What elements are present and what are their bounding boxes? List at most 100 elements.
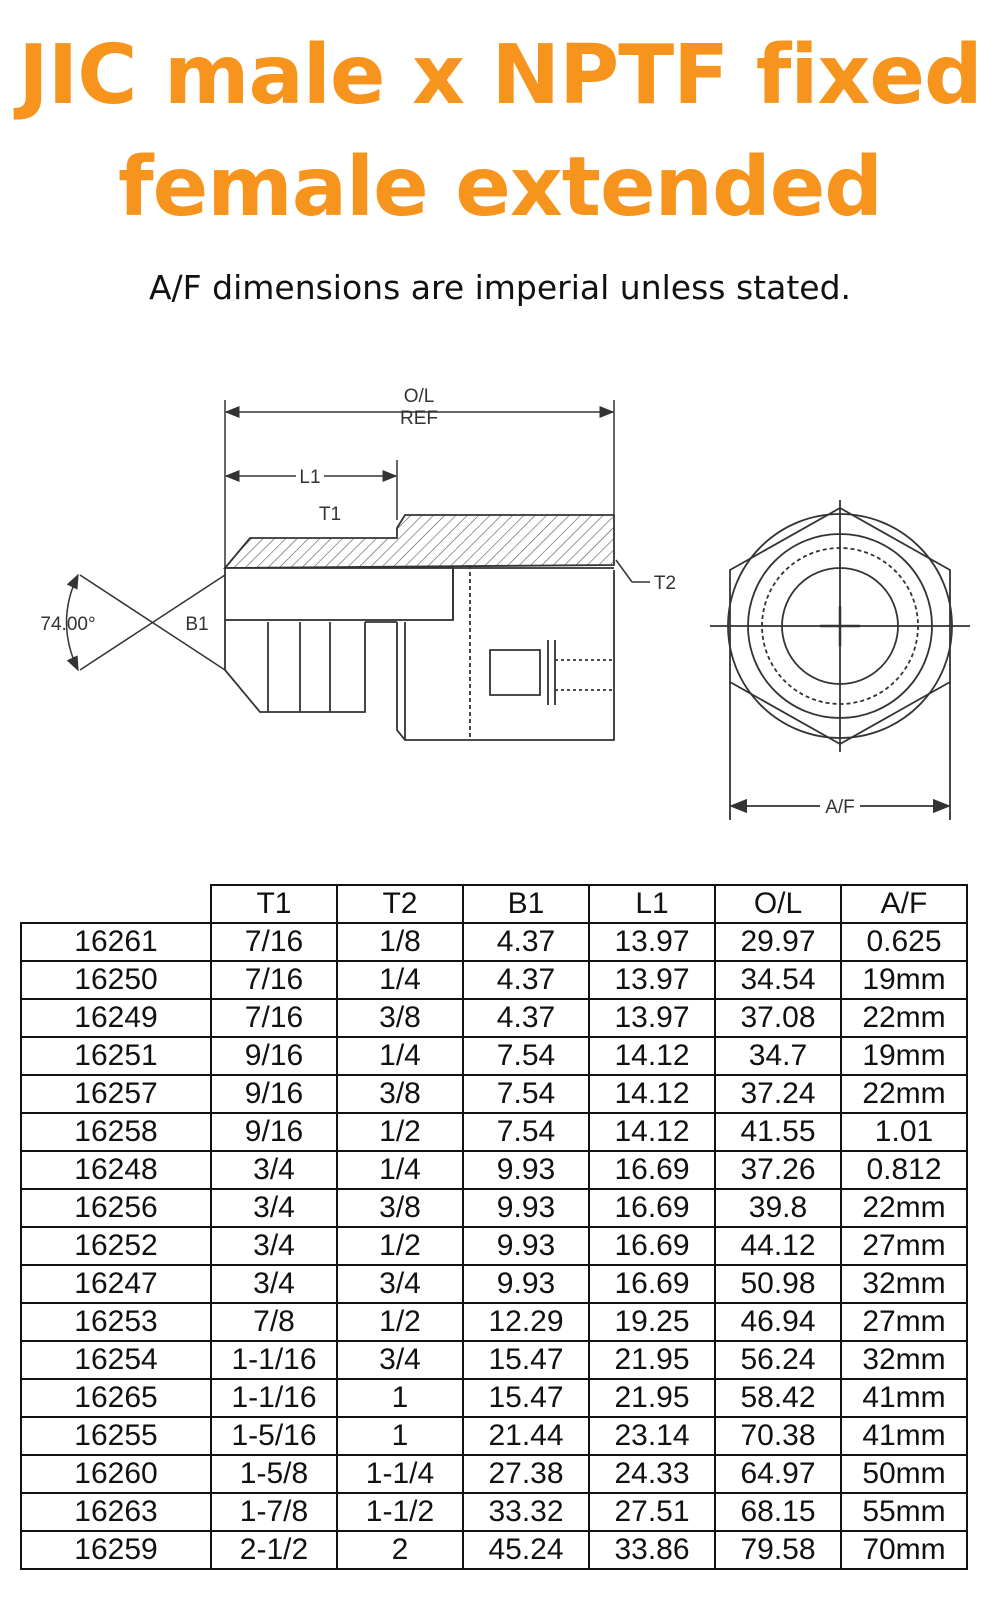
part-number-cell: 16247 <box>20 1264 212 1304</box>
title-line-1: JIC male x NPTF fixed <box>18 28 982 123</box>
table-cell: 4.37 <box>462 998 590 1038</box>
table-cell: 44.12 <box>714 1226 842 1266</box>
table-cell: 7/8 <box>210 1302 338 1342</box>
table-cell: 16.69 <box>588 1150 716 1190</box>
table-cell: 27.51 <box>588 1492 716 1532</box>
table-cell: 45.24 <box>462 1530 590 1570</box>
af-label: A/F <box>825 797 855 818</box>
l1-dimension: L1 <box>224 460 398 520</box>
table-cell: 21.44 <box>462 1416 590 1456</box>
table-cell: 1-5/16 <box>210 1416 338 1456</box>
table-cell: 13.97 <box>588 998 716 1038</box>
part-number-cell: 16250 <box>20 960 212 1000</box>
table-cell: 12.29 <box>462 1302 590 1342</box>
table-header-row: T1 T2 B1 L1 O/L A/F <box>21 884 968 924</box>
table-cell: 32mm <box>840 1340 968 1380</box>
table-cell: 39.8 <box>714 1188 842 1228</box>
table-cell: 19.25 <box>588 1302 716 1342</box>
part-number-cell: 16255 <box>20 1416 212 1456</box>
table-cell: 1-1/4 <box>336 1454 464 1494</box>
part-number-cell: 16265 <box>20 1378 212 1418</box>
table-cell: 9.93 <box>462 1226 590 1266</box>
table-cell: 7.54 <box>462 1036 590 1076</box>
table-cell: 41.55 <box>714 1112 842 1152</box>
header-t2: T2 <box>336 884 464 924</box>
part-number-cell: 16248 <box>20 1150 212 1190</box>
l1-label: L1 <box>299 467 320 488</box>
table-cell: 22mm <box>840 998 968 1038</box>
table-cell: 56.24 <box>714 1340 842 1380</box>
table-cell: 37.24 <box>714 1074 842 1114</box>
table-cell: 3/4 <box>210 1150 338 1190</box>
table-cell: 50.98 <box>714 1264 842 1304</box>
table-cell: 1/4 <box>336 960 464 1000</box>
part-number-cell: 16252 <box>20 1226 212 1266</box>
table-cell: 1/2 <box>336 1302 464 1342</box>
table-cell: 16.69 <box>588 1188 716 1228</box>
table-cell: 1-1/2 <box>336 1492 464 1532</box>
table-cell: 29.97 <box>714 922 842 962</box>
table-cell: 13.97 <box>588 960 716 1000</box>
table-cell: 16.69 <box>588 1226 716 1266</box>
table-cell: 0.812 <box>840 1150 968 1190</box>
title-line-2: female extended <box>117 140 883 235</box>
angle-dimension <box>65 573 226 672</box>
table-cell: 4.37 <box>462 960 590 1000</box>
table-cell: 2 <box>336 1530 464 1570</box>
table-cell: 1/2 <box>336 1226 464 1266</box>
table-cell: 16.69 <box>588 1264 716 1304</box>
table-cell: 0.625 <box>840 922 968 962</box>
table-cell: 58.42 <box>714 1378 842 1418</box>
table-cell: 3/8 <box>336 998 464 1038</box>
part-number-cell: 16253 <box>20 1302 212 1342</box>
side-view <box>223 514 615 741</box>
b1-label: B1 <box>185 614 208 635</box>
table-cell: 1-5/8 <box>210 1454 338 1494</box>
table-cell: 24.33 <box>588 1454 716 1494</box>
part-number-cell: 16254 <box>20 1340 212 1380</box>
table-cell: 1-7/8 <box>210 1492 338 1532</box>
t1-label: T1 <box>319 504 341 525</box>
ol-label: O/L <box>404 386 435 407</box>
table-cell: 3/8 <box>336 1188 464 1228</box>
subtitle: A/F dimensions are imperial unless state… <box>148 268 852 307</box>
header-b1: B1 <box>462 884 590 924</box>
table-cell: 4.37 <box>462 922 590 962</box>
table-cell: 15.47 <box>462 1340 590 1380</box>
table-cell: 9/16 <box>210 1112 338 1152</box>
part-number-cell: 16263 <box>20 1492 212 1532</box>
table-cell: 46.94 <box>714 1302 842 1342</box>
table-cell: 21.95 <box>588 1340 716 1380</box>
part-number-cell: 16260 <box>20 1454 212 1494</box>
table-cell: 1/2 <box>336 1112 464 1152</box>
table-cell: 21.95 <box>588 1378 716 1418</box>
part-number-cell: 16261 <box>20 922 212 962</box>
table-cell: 27mm <box>840 1302 968 1342</box>
table-cell: 2-1/2 <box>210 1530 338 1570</box>
table-cell: 22mm <box>840 1188 968 1228</box>
part-number-cell: 16251 <box>20 1036 212 1076</box>
part-number-cell: 16256 <box>20 1188 212 1228</box>
technical-drawing: O/L REF L1 T1 T2 <box>40 386 970 820</box>
table-cell: 37.08 <box>714 998 842 1038</box>
table-cell: 1 <box>336 1378 464 1418</box>
ref-label: REF <box>400 408 438 429</box>
end-view <box>710 500 970 820</box>
table-cell: 9/16 <box>210 1074 338 1114</box>
table-cell: 32mm <box>840 1264 968 1304</box>
table-cell: 1.01 <box>840 1112 968 1152</box>
table-cell: 50mm <box>840 1454 968 1494</box>
table-cell: 7/16 <box>210 960 338 1000</box>
